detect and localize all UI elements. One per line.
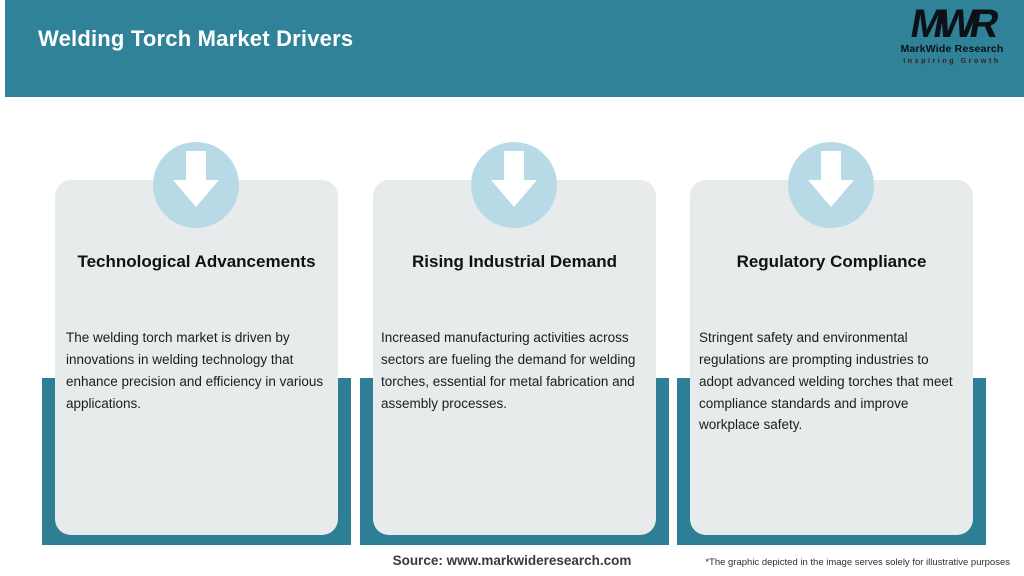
card-description: Increased manufacturing activities acros… (381, 330, 636, 411)
logo-acronym-icon: MWR (907, 2, 997, 46)
logo-tagline: Inspiring Growth (903, 57, 1001, 65)
card-description: Stringent safety and environmental regul… (699, 330, 953, 433)
logo-company-name: MarkWide Research (900, 43, 1004, 55)
driver-card-rising-industrial-demand (373, 180, 656, 535)
card-title: Technological Advancements (77, 252, 316, 271)
markwide-logo: MWR MarkWide Research Inspiring Growth (892, 2, 1012, 65)
driver-card-regulatory-compliance (690, 180, 973, 535)
header-band: Welding Torch Market Drivers MWR MarkWid… (5, 0, 1024, 97)
page-title: Welding Torch Market Drivers (38, 26, 354, 51)
source-text: Source: www.markwideresearch.com (392, 553, 632, 568)
down-arrow-icon (153, 142, 239, 228)
disclaimer-text: *The graphic depicted in the image serve… (705, 557, 1010, 568)
down-arrow-icon (788, 142, 874, 228)
card-title: Rising Industrial Demand (412, 252, 617, 271)
card-description: The welding torch market is driven by in… (66, 330, 324, 411)
down-arrow-icon (471, 142, 557, 228)
driver-card-technological-advancements (55, 180, 338, 535)
card-title: Regulatory Compliance (736, 252, 927, 271)
